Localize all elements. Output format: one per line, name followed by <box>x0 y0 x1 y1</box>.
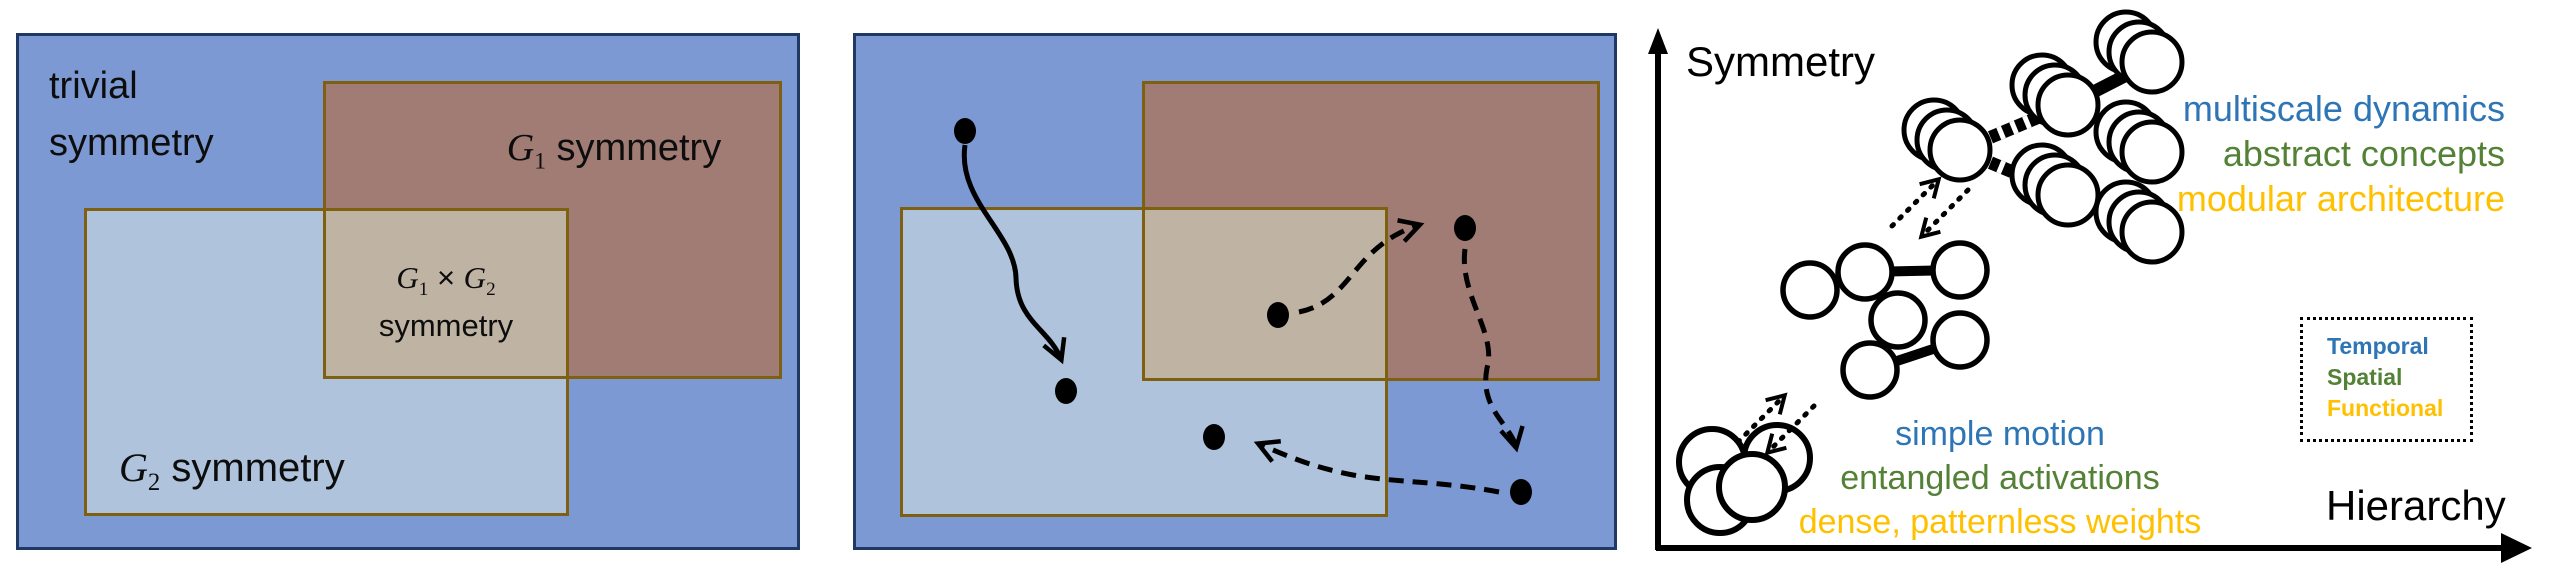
dashed-trajectory-arrow-2 <box>1461 248 1525 453</box>
panel-symmetry-hierarchy-plot: Symmetry Hierarchy multiscale dynamics a… <box>1640 0 2570 582</box>
stacked-node-3 <box>2009 142 2101 228</box>
y-axis-label: Symmetry <box>1686 38 1875 85</box>
annotation-abstract-concepts: abstract concepts <box>2222 133 2505 174</box>
annotation-entangled-activations: entangled activations <box>1840 459 2160 497</box>
cluster-entangled-graph <box>1780 240 1990 400</box>
x-axis-label: Hierarchy <box>2326 482 2506 529</box>
g1xg2-symmetry-label: G1 × G2 symmetry <box>323 256 569 349</box>
state-dot-c <box>1267 302 1289 328</box>
stacked-node-4 <box>2093 9 2185 95</box>
g1xg2-label-line1: G1 × G2 <box>396 260 496 301</box>
g1xg2-overlap-rect <box>323 208 569 379</box>
stacked-node-6 <box>2093 179 2185 265</box>
state-dot-d <box>1454 215 1476 241</box>
dashed-trajectory-arrow-1 <box>1298 218 1425 315</box>
trajectories-overlay <box>954 118 1532 505</box>
solid-trajectory-arrow <box>961 144 1067 365</box>
g1xg2-label-line2: symmetry <box>378 308 514 344</box>
panel-trivial-symmetry: trivial symmetry G1 symmetry G1 × G2 sym… <box>16 33 800 550</box>
dashed-trajectory-arrow-3 <box>1253 439 1500 495</box>
g1-symmetry-label: G1 symmetry <box>506 127 722 175</box>
stacked-node-1 <box>1901 97 1993 183</box>
g2-symmetry-label: G2 symmetry <box>119 445 345 496</box>
y-axis <box>1648 28 1668 550</box>
panel-trajectories <box>853 33 1617 550</box>
annotation-dense-patternless-weights: dense, patternless weights <box>1798 503 2202 541</box>
trivial-label-line1: trivial <box>49 65 138 107</box>
legend-item-temporal: Temporal <box>2327 333 2429 359</box>
legend-box: Temporal Spatial Functional <box>2300 317 2473 442</box>
annotation-modular-architecture: modular architecture <box>2176 178 2505 219</box>
transition-arrows-low <box>1735 392 1817 456</box>
state-dot-b <box>1055 378 1077 404</box>
legend-item-functional: Functional <box>2327 395 2444 421</box>
high-level-annotations: multiscale dynamics abstract concepts mo… <box>2177 86 2505 221</box>
annotation-simple-motion: simple motion <box>1895 415 2105 453</box>
trivial-label-line2: symmetry <box>49 122 214 164</box>
cluster-simple-blob <box>1676 422 1813 536</box>
state-dot-e <box>1203 424 1225 450</box>
x-axis <box>1656 533 2532 563</box>
trivial-symmetry-label: trivial symmetry <box>49 58 214 172</box>
g1xg2-overlap-rect-2 <box>1142 207 1388 381</box>
annotation-multiscale-dynamics: multiscale dynamics <box>2182 88 2505 129</box>
legend-item-spatial: Spatial <box>2327 364 2403 390</box>
stacked-node-2 <box>2009 52 2101 138</box>
state-dot-f <box>1510 479 1532 505</box>
low-level-annotations: simple motion entangled activations dens… <box>1780 412 2220 544</box>
transition-arrows-high <box>1889 176 1971 240</box>
cluster-modular-multilayer <box>1901 9 2185 265</box>
state-dot-a <box>954 118 976 144</box>
stacked-node-5 <box>2093 99 2185 185</box>
plot-graphics <box>1648 9 2532 563</box>
